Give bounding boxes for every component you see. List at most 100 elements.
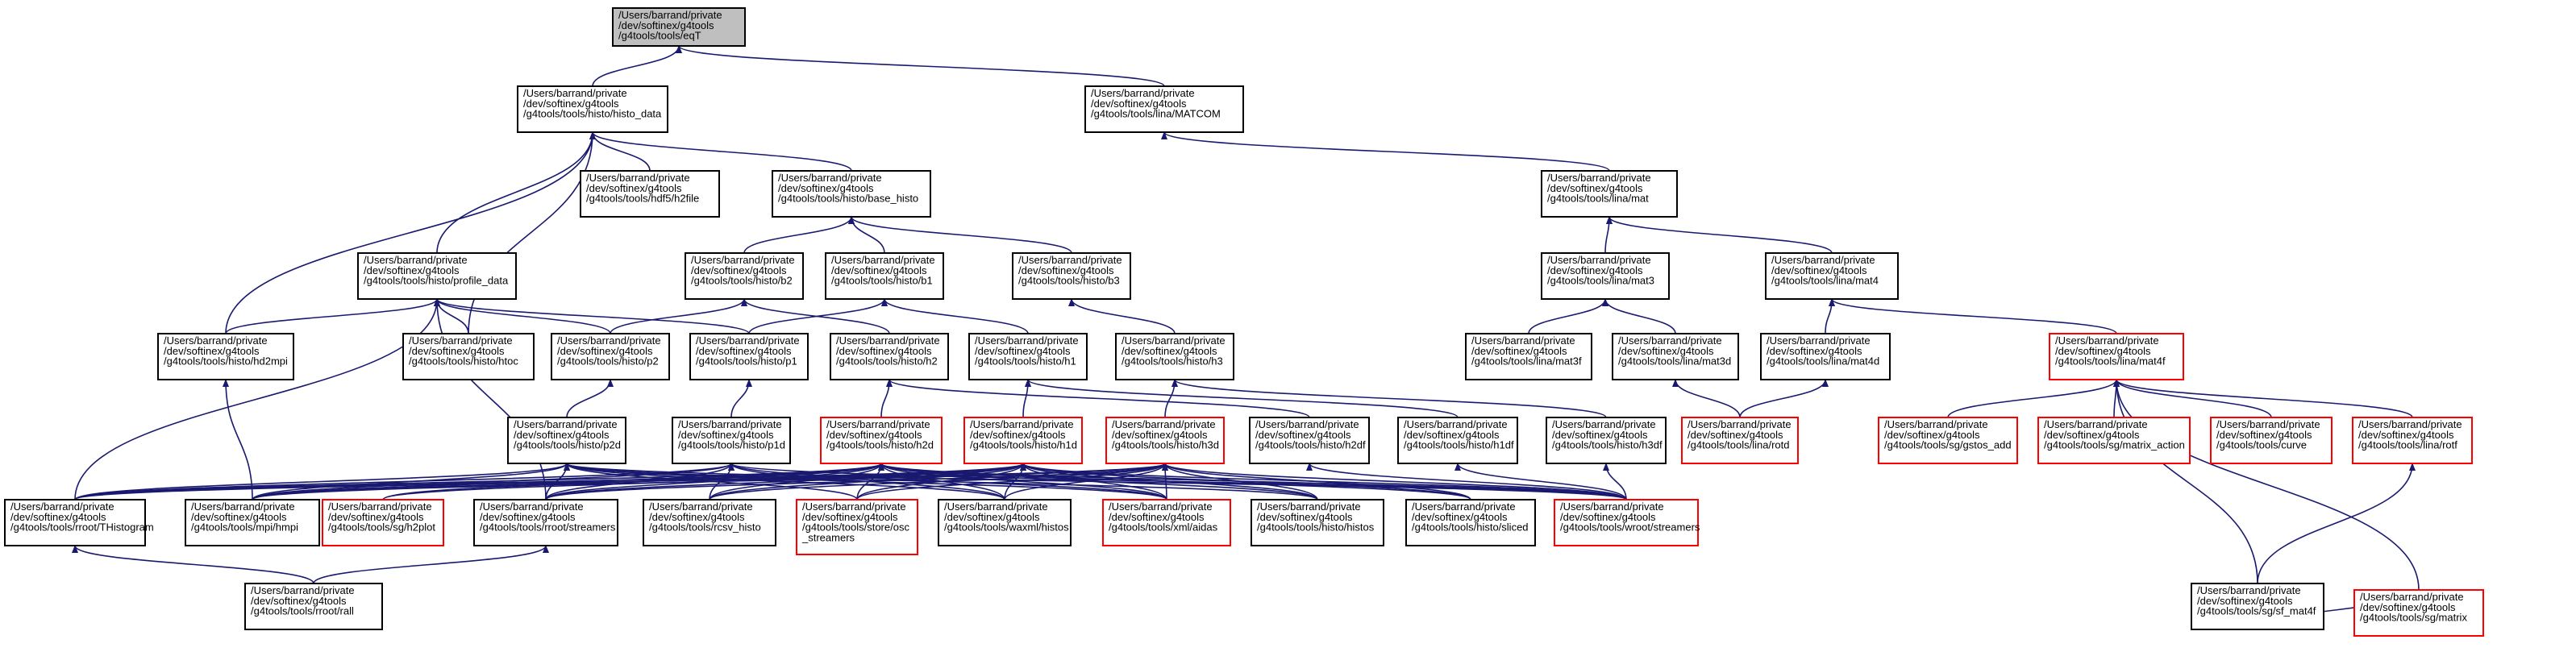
node-label-line: /g4tools/tools/histo/h1 — [975, 355, 1076, 368]
file-node-h1df[interactable]: /Users/barrand/private/dev/softinex/g4to… — [1397, 417, 1518, 464]
file-node-p1[interactable]: /Users/barrand/private/dev/softinex/g4to… — [689, 333, 809, 380]
file-node-histo-data[interactable]: /Users/barrand/private/dev/softinex/g4to… — [517, 85, 668, 133]
node-label-line: /g4tools/tools/curve — [2216, 439, 2307, 451]
file-node-waxml-histos[interactable]: /Users/barrand/private/dev/softinex/g4to… — [938, 499, 1072, 546]
file-node-mat4[interactable]: /Users/barrand/private/dev/softinex/g4to… — [1765, 252, 1899, 300]
file-node-h1[interactable]: /Users/barrand/private/dev/softinex/g4to… — [968, 333, 1088, 380]
node-label-line: /dev/softinex/g4tools — [649, 511, 745, 523]
dependency-edge — [1739, 379, 1829, 418]
file-node-rroot-streamers[interactable]: /Users/barrand/private/dev/softinex/g4to… — [473, 499, 618, 546]
file-node-mat3[interactable]: /Users/barrand/private/dev/softinex/g4to… — [1541, 252, 1670, 300]
dependency-edge — [1020, 463, 1471, 500]
node-label-line: /g4tools/tools/histo/hd2mpi — [164, 355, 288, 368]
node-label: /Users/barrand/private/dev/softinex/g4to… — [1091, 87, 1221, 120]
file-node-htoc[interactable]: /Users/barrand/private/dev/softinex/g4to… — [402, 333, 535, 380]
node-label-line: /g4tools/tools/histo/h3d — [1112, 439, 1219, 451]
file-node-rotd[interactable]: /Users/barrand/private/dev/softinex/g4to… — [1681, 417, 1799, 464]
dependency-edge — [436, 131, 596, 254]
file-node-p2[interactable]: /Users/barrand/private/dev/softinex/g4to… — [551, 333, 670, 380]
file-node-rcsv-histo[interactable]: /Users/barrand/private/dev/softinex/g4to… — [643, 499, 776, 546]
file-node-sg-matrix[interactable]: /Users/barrand/private/dev/softinex/g4to… — [2353, 589, 2484, 637]
file-node-histo-histos[interactable]: /Users/barrand/private/dev/softinex/g4to… — [1251, 499, 1384, 546]
dependency-edge — [566, 379, 614, 418]
file-node-h1d[interactable]: /Users/barrand/private/dev/softinex/g4to… — [963, 417, 1083, 464]
file-node-rotf[interactable]: /Users/barrand/private/dev/softinex/g4to… — [2352, 417, 2473, 464]
dependency-edge — [1602, 298, 1676, 334]
node-box — [643, 499, 776, 546]
node-label-line: /dev/softinex/g4tools — [191, 511, 287, 523]
node-label-line: /g4tools/tools/sg/sf_mat4f — [2197, 605, 2316, 617]
node-label-line: /g4tools/tools/lina/mat4 — [1771, 275, 1879, 287]
file-node-p2d[interactable]: /Users/barrand/private/dev/softinex/g4to… — [507, 417, 626, 464]
dependency-edge — [748, 298, 888, 334]
file-node-hd2mpi[interactable]: /Users/barrand/private/dev/softinex/g4to… — [157, 333, 294, 380]
node-label-line: /dev/softinex/g4tools — [1547, 264, 1643, 276]
dependency-edge — [434, 298, 611, 334]
file-node-h2df[interactable]: /Users/barrand/private/dev/softinex/g4to… — [1249, 417, 1370, 464]
node-label-line: /Users/barrand/private — [164, 334, 268, 347]
dependency-edge — [1604, 216, 1613, 254]
node-label-line: /dev/softinex/g4tools — [1255, 429, 1351, 441]
dependency-edge — [2113, 379, 2272, 418]
node-label-line: /Users/barrand/private — [523, 87, 627, 99]
node-label-line: /g4tools/tools/histo/p2 — [557, 355, 659, 368]
node-label: /Users/barrand/private/dev/softinex/g4to… — [1122, 334, 1226, 368]
file-node-THistogram[interactable]: /Users/barrand/private/dev/softinex/g4to… — [4, 499, 154, 546]
dependency-edge — [74, 463, 735, 500]
file-node-h3[interactable]: /Users/barrand/private/dev/softinex/g4to… — [1115, 333, 1234, 380]
file-node-base-histo[interactable]: /Users/barrand/private/dev/softinex/g4to… — [772, 170, 931, 218]
node-label-line: /dev/softinex/g4tools — [1767, 345, 1862, 357]
node-label-line: /dev/softinex/g4tools — [1688, 429, 1783, 441]
node-label: /Users/barrand/private/dev/softinex/g4to… — [2360, 591, 2467, 624]
file-node-xml-aidas[interactable]: /Users/barrand/private/dev/softinex/g4to… — [1102, 499, 1231, 546]
node-label-line: /Users/barrand/private — [1552, 418, 1656, 430]
node-label-line: /Users/barrand/private — [678, 418, 782, 430]
node-label-line: /g4tools/tools/histo/h3 — [1122, 355, 1223, 368]
file-node-h3d[interactable]: /Users/barrand/private/dev/softinex/g4to… — [1105, 417, 1225, 464]
node-label-line: /g4tools/tools/rroot/rall — [251, 605, 354, 617]
file-node-h2[interactable]: /Users/barrand/private/dev/softinex/g4to… — [830, 333, 949, 380]
file-node-rroot-rall[interactable]: /Users/barrand/private/dev/softinex/g4to… — [244, 583, 383, 630]
node-label-line: /g4tools/tools/lina/mat4f — [2055, 355, 2166, 368]
node-label: /Users/barrand/private/dev/softinex/g4to… — [2358, 418, 2462, 451]
file-node-h2file[interactable]: /Users/barrand/private/dev/softinex/g4to… — [580, 170, 720, 218]
node-label-line: /dev/softinex/g4tools — [2360, 601, 2456, 613]
file-node-h2d[interactable]: /Users/barrand/private/dev/softinex/g4to… — [820, 417, 943, 464]
node-label-line: /dev/softinex/g4tools — [409, 345, 505, 357]
node-label-line: /dev/softinex/g4tools — [691, 264, 787, 276]
node-label-line: /g4tools/tools/lina/mat3f — [1471, 355, 1582, 368]
file-node-b3[interactable]: /Users/barrand/private/dev/softinex/g4to… — [1012, 252, 1131, 300]
node-label: /Users/barrand/private/dev/softinex/g4to… — [523, 87, 662, 120]
file-node-profile-data[interactable]: /Users/barrand/private/dev/softinex/g4to… — [357, 252, 517, 300]
dependency-edge — [1162, 463, 1169, 500]
file-node-sg-gstos-add[interactable]: /Users/barrand/private/dev/softinex/g4to… — [1878, 417, 2018, 464]
node-label-line: /Users/barrand/private — [586, 172, 690, 184]
file-node-mat3d[interactable]: /Users/barrand/private/dev/softinex/g4to… — [1612, 333, 1739, 380]
file-node-mat[interactable]: /Users/barrand/private/dev/softinex/g4to… — [1541, 170, 1678, 218]
node-label: /Users/barrand/private/dev/softinex/g4to… — [678, 418, 785, 451]
file-node-b1[interactable]: /Users/barrand/private/dev/softinex/g4to… — [825, 252, 944, 300]
file-node-mat4f[interactable]: /Users/barrand/private/dev/softinex/g4to… — [2049, 333, 2184, 380]
node-label: /Users/barrand/private/dev/softinex/g4to… — [1547, 172, 1651, 205]
file-node-mat3f[interactable]: /Users/barrand/private/dev/softinex/g4to… — [1465, 333, 1592, 380]
dependency-edge — [1020, 463, 1318, 500]
file-node-sg-matrix-action[interactable]: /Users/barrand/private/dev/softinex/g4to… — [2037, 417, 2191, 464]
file-node-MATCOM[interactable]: /Users/barrand/private/dev/softinex/g4to… — [1084, 85, 1244, 133]
file-node-mat4d[interactable]: /Users/barrand/private/dev/softinex/g4to… — [1760, 333, 1891, 380]
file-node-p1d[interactable]: /Users/barrand/private/dev/softinex/g4to… — [672, 417, 791, 464]
file-node-h3df[interactable]: /Users/barrand/private/dev/softinex/g4to… — [1546, 417, 1667, 464]
file-node-h2plot[interactable]: /Users/barrand/private/dev/softinex/g4to… — [322, 499, 444, 546]
file-node-sliced[interactable]: /Users/barrand/private/dev/softinex/g4to… — [1405, 499, 1536, 546]
file-node-wroot-streamers[interactable]: /Users/barrand/private/dev/softinex/g4to… — [1554, 499, 1700, 546]
file-node-osc-streamers[interactable]: /Users/barrand/private/dev/softinex/g4to… — [796, 499, 918, 555]
node-label: /Users/barrand/private/dev/softinex/g4to… — [1560, 500, 1700, 534]
file-node-sf-mat4f[interactable]: /Users/barrand/private/dev/softinex/g4to… — [2191, 583, 2324, 630]
file-node-hmpi[interactable]: /Users/barrand/private/dev/softinex/g4to… — [185, 499, 320, 546]
file-node-curve[interactable]: /Users/barrand/private/dev/softinex/g4to… — [2210, 417, 2333, 464]
file-node-eqT[interactable]: /Users/barrand/private/dev/softinex/g4to… — [612, 7, 746, 47]
node-label-line: /Users/barrand/private — [618, 9, 722, 21]
node-label: /Users/barrand/private/dev/softinex/g4to… — [364, 254, 509, 287]
file-node-b2[interactable]: /Users/barrand/private/dev/softinex/g4to… — [685, 252, 804, 300]
node-label-line: /g4tools/tools/histo/htoc — [409, 355, 518, 368]
node-label: /Users/barrand/private/dev/softinex/g4to… — [944, 500, 1069, 534]
